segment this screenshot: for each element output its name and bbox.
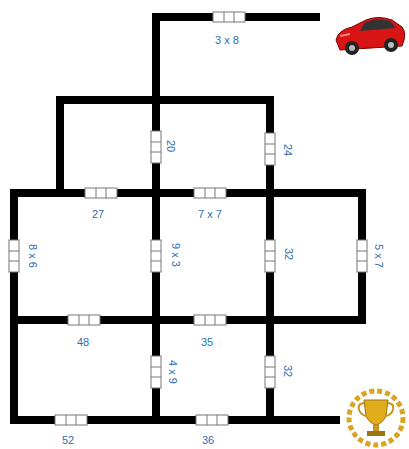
trophy-icon <box>349 391 403 445</box>
gate-label: 4 x 9 <box>167 360 178 384</box>
gate-label: 32 <box>282 365 293 377</box>
gate-label: 36 <box>202 435 214 446</box>
gate-label: 7 x 7 <box>198 209 222 220</box>
gate-label: 27 <box>92 209 104 220</box>
gate-label: 3 x 8 <box>215 35 239 46</box>
gate-label: 32 <box>283 248 294 260</box>
maze-walls <box>14 17 362 420</box>
gate-label: 8 x 6 <box>27 244 38 268</box>
gate-label: 5 x 7 <box>373 244 384 268</box>
maze-gates <box>9 12 367 425</box>
gate-label: 48 <box>77 337 89 348</box>
car-icon <box>336 18 405 56</box>
gate-label: 35 <box>201 337 213 348</box>
gate-label: 52 <box>62 435 74 446</box>
gate-label: 24 <box>282 144 293 156</box>
gate-label: 20 <box>165 140 176 152</box>
gate-label: 9 x 3 <box>170 243 181 267</box>
